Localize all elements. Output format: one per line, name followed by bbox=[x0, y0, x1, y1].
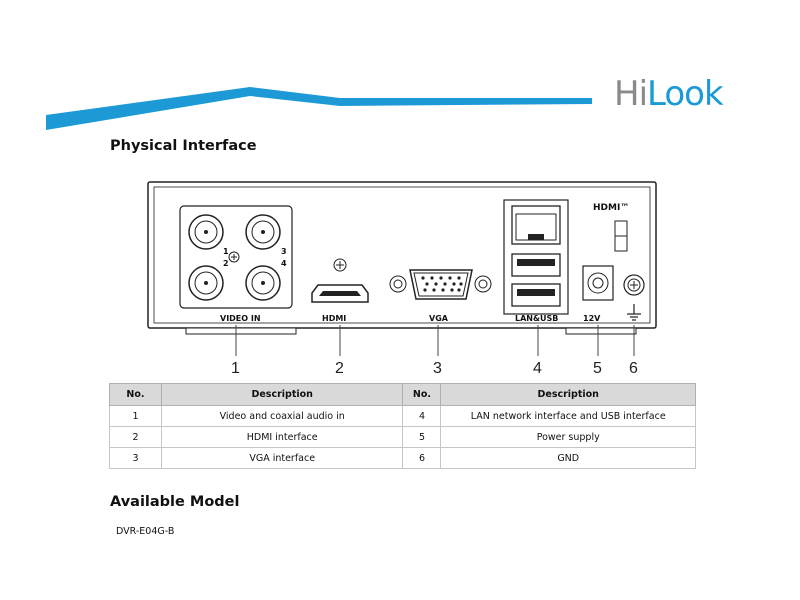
section-title-available-model: Available Model bbox=[110, 494, 240, 510]
callout-2: 2 bbox=[335, 360, 344, 377]
cell-no: 1 bbox=[109, 405, 162, 427]
bnc-connector-2 bbox=[188, 265, 224, 301]
screw-icon bbox=[228, 251, 240, 263]
table-row: 2 HDMI interface 5 Power supply bbox=[109, 426, 696, 448]
chassis-inner bbox=[153, 186, 651, 324]
dvr-rear-panel: 1 2 3 4 VIDEO IN HDMI VGA LAN&USB HDMI™ bbox=[147, 181, 657, 377]
label-video-in: VIDEO IN bbox=[220, 314, 261, 323]
callout-3: 3 bbox=[433, 360, 442, 377]
bnc-connector-3 bbox=[245, 214, 281, 250]
cell-description: GND bbox=[440, 447, 696, 469]
cell-description: Video and coaxial audio in bbox=[160, 405, 404, 427]
cell-description: Power supply bbox=[440, 426, 696, 448]
cell-no: 5 bbox=[402, 426, 442, 448]
power-port bbox=[582, 265, 614, 301]
foot-left bbox=[185, 327, 297, 335]
hdmi-logo: HDMI™ bbox=[593, 203, 629, 213]
bnc-number-2: 2 bbox=[223, 259, 229, 268]
foot-right bbox=[565, 327, 637, 335]
interface-table: No. Description No. Description 1 Video … bbox=[109, 383, 696, 469]
callout-5: 5 bbox=[593, 360, 602, 377]
label-lan-usb: LAN&USB bbox=[515, 314, 558, 323]
bnc-number-4: 4 bbox=[281, 259, 287, 268]
ground-terminal bbox=[623, 274, 645, 296]
cell-no: 6 bbox=[402, 447, 442, 469]
label-power: 12V bbox=[583, 314, 601, 323]
callout-6: 6 bbox=[629, 360, 638, 377]
header-no: No. bbox=[402, 383, 442, 406]
bnc-connector-1 bbox=[188, 214, 224, 250]
header-no: No. bbox=[109, 383, 162, 406]
model-number: DVR-E04G-B bbox=[116, 526, 175, 537]
bnc-number-3: 3 bbox=[281, 247, 287, 256]
section-title-physical-interface: Physical Interface bbox=[110, 138, 257, 154]
header-description: Description bbox=[440, 383, 696, 406]
cell-no: 3 bbox=[109, 447, 162, 469]
cell-description: HDMI interface bbox=[160, 426, 404, 448]
cell-description: VGA interface bbox=[160, 447, 404, 469]
bnc-number-1: 1 bbox=[223, 247, 229, 256]
table-row: 3 VGA interface 6 GND bbox=[109, 447, 696, 469]
callout-4: 4 bbox=[533, 360, 542, 377]
hdmi-port bbox=[311, 258, 369, 303]
label-vga: VGA bbox=[429, 314, 449, 323]
header-description: Description bbox=[160, 383, 404, 406]
hilook-logo: HiLook bbox=[614, 74, 724, 114]
bnc-connector-4 bbox=[245, 265, 281, 301]
table-header-row: No. Description No. Description bbox=[109, 383, 696, 406]
ground-symbol-icon bbox=[627, 304, 641, 321]
label-hdmi: HDMI bbox=[322, 314, 346, 323]
header-banner bbox=[46, 87, 592, 130]
cell-description: LAN network interface and USB interface bbox=[440, 405, 696, 427]
banner-swoosh bbox=[46, 87, 592, 130]
lan-usb-block bbox=[503, 199, 569, 315]
cell-no: 4 bbox=[402, 405, 442, 427]
callout-1: 1 bbox=[231, 360, 240, 377]
cell-no: 2 bbox=[109, 426, 162, 448]
vga-port bbox=[389, 269, 492, 300]
table-row: 1 Video and coaxial audio in 4 LAN netwo… bbox=[109, 405, 696, 427]
